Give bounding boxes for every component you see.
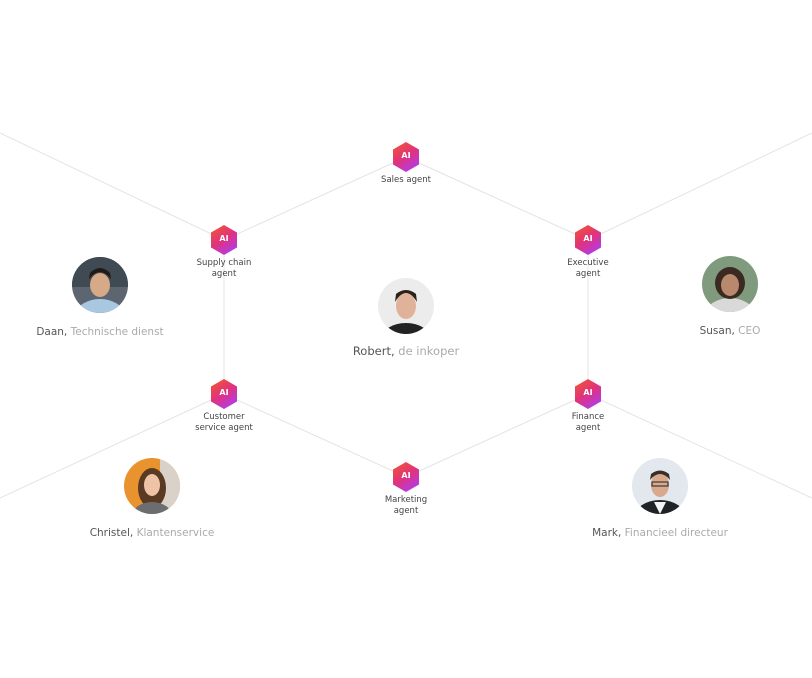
ai-hexagon-icon: AI	[393, 462, 419, 492]
avatar	[378, 278, 434, 334]
person-christel: Christel, Klantenservice	[42, 458, 262, 539]
ai-hexagon-icon: AI	[211, 225, 237, 255]
ai-hexagon-icon: AI	[211, 379, 237, 409]
ai-hexagon-icon: AI	[393, 142, 419, 172]
ai-hexagon-icon: AI	[575, 379, 601, 409]
avatar	[124, 458, 180, 514]
avatar	[632, 458, 688, 514]
sales-agent-node[interactable]: AI Sales agent	[356, 142, 456, 186]
avatar	[702, 256, 758, 312]
person-mark: Mark, Financieel directeur	[550, 458, 770, 539]
person-susan: Susan, CEO	[620, 256, 812, 337]
avatar	[72, 257, 128, 313]
person-robert: Robert, de inkoper	[296, 278, 516, 358]
ai-hexagon-icon: AI	[575, 225, 601, 255]
person-daan: Daan, Technische dienst	[0, 257, 210, 338]
agent-label: Sales agent	[381, 175, 431, 185]
